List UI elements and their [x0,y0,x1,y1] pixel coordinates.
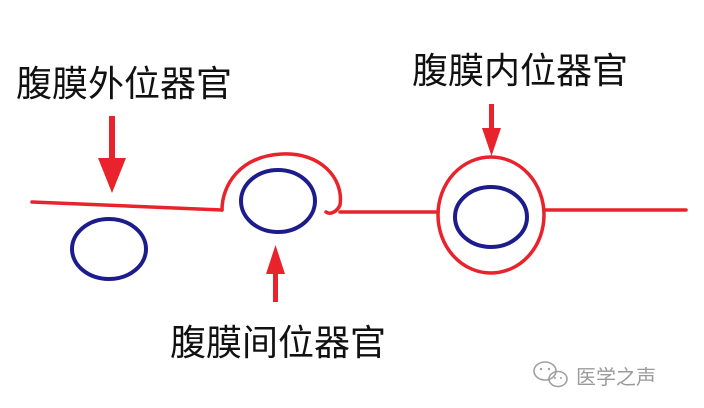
label-intraperitoneal: 腹膜内位器官 [412,51,628,92]
organ-intraperitoneal [453,185,529,249]
label-retroperitoneal: 腹膜外位器官 [16,64,232,105]
arrow-intraperitoneal [482,104,501,156]
watermark: 医学之声 [533,361,656,389]
peritoneum-wrap-intraperitoneal [436,155,546,275]
label-interperitoneal: 腹膜间位器官 [170,323,386,364]
peritoneum-line [30,152,688,215]
arrow-interperitoneal [266,245,285,302]
organ-interperitoneal [239,168,317,234]
organ-retroperitoneal [70,217,148,281]
arrow-retroperitoneal [98,116,126,193]
watermark-text: 医学之声 [576,365,656,389]
wechat-icon [533,361,568,388]
